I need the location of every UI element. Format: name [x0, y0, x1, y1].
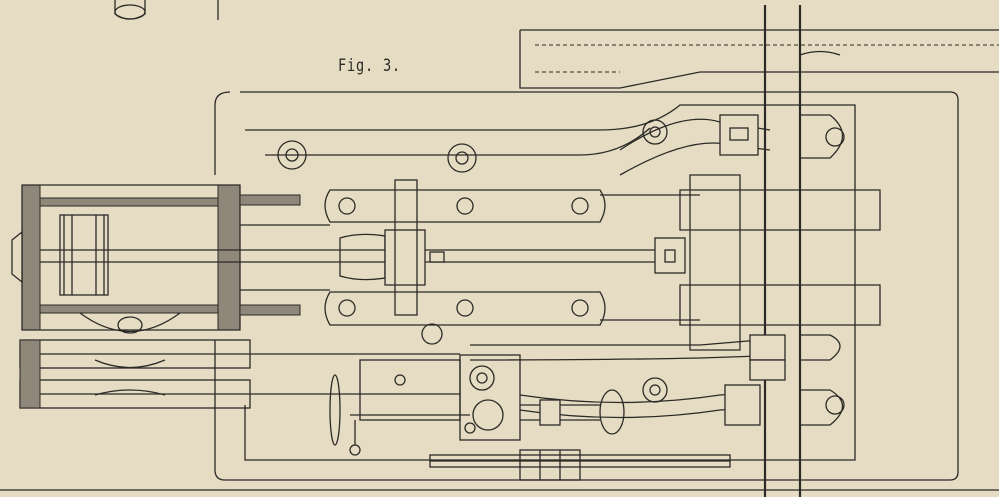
steam-cylinder — [11, 184, 330, 334]
upper-lever-arm — [519, 29, 999, 89]
crankshaft — [679, 5, 881, 497]
lower-connecting-rods — [469, 334, 845, 426]
pipe-fragment — [114, 0, 219, 20]
belt-pulley — [429, 449, 731, 481]
governor-mechanism — [329, 354, 625, 456]
base-plate — [214, 91, 959, 481]
upper-connecting-rod — [619, 114, 845, 176]
valve-chests — [19, 339, 460, 409]
figure-label: Fig. 3. — [338, 56, 401, 76]
piston-rod — [40, 179, 686, 316]
parallel-links — [324, 189, 700, 326]
